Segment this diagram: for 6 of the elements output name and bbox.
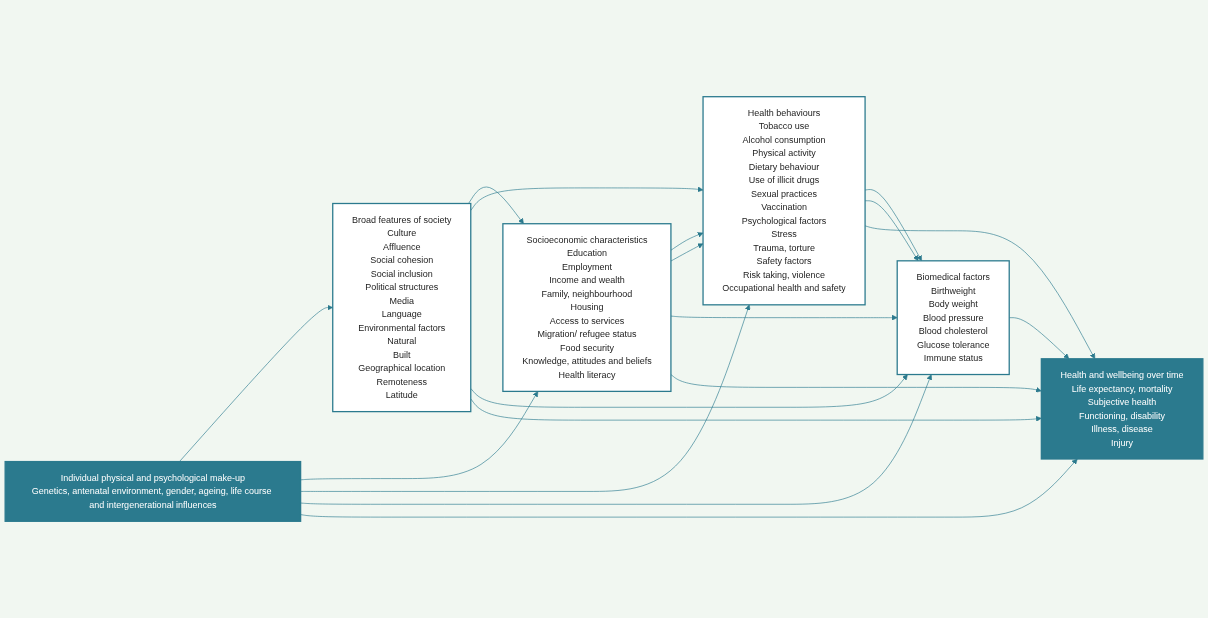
node-box: Health and wellbeing over time Life expectancy, mortality Subjective health Functioning, disability Illness, disease Injury: [1040, 358, 1204, 460]
node-box: Biomedical factors Birthweight Body weight Blood pressure Blood cholesterol Glucose tolerance Immune status: [896, 260, 1010, 376]
node-box: Socioeconomic characteristics Education Employment Income and wealth Family, neighbourhood Housing Access to services Migration/ refugee status Food security Knowledge, attitudes and beliefs Health literacy: [502, 223, 672, 392]
node-box: Health behaviours Tobacco use Alcohol consumption Physical activity Dietary behaviour Use of illicit drugs Sexual practices Vaccination Psychological factors Stress Trauma, torture Safety factors Risk taking, violence Occupational health and safety: [702, 96, 866, 306]
node-box: Individual physical and psychological make-up Genetics, antenatal environment, gender, ageing, life course and intergenerational influences: [4, 460, 302, 522]
node-box: Broad features of society Culture Affluence Social cohesion Social inclusion Political structures Media Language Environmental factors Natural Built Geographical location Remoteness Latitude: [332, 202, 472, 413]
